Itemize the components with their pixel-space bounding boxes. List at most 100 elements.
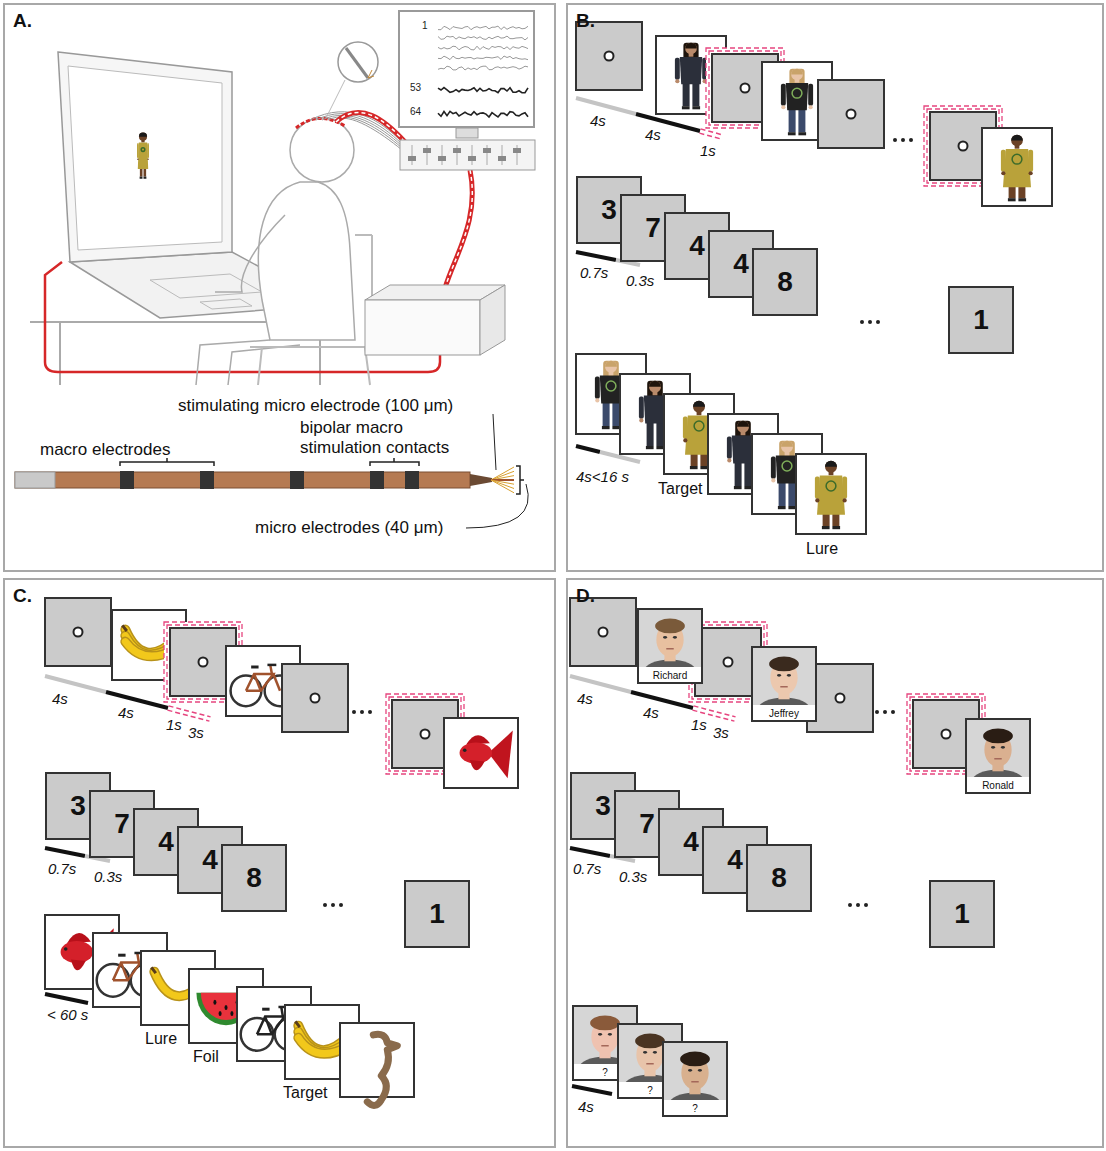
shirt-print [694,421,704,431]
shirt-print [1012,154,1022,164]
fish-body [61,941,94,963]
photo-frame [796,454,866,534]
torso [817,476,845,515]
arm [1001,150,1006,172]
arm [147,143,149,158]
line [576,252,616,260]
condition-label: Target [283,1084,327,1102]
hair [590,1016,620,1031]
line [45,848,85,856]
arm [781,84,786,106]
shoe [788,132,796,135]
fixation-dot [959,142,968,151]
line [491,480,514,489]
eye [777,674,781,677]
head [791,69,803,81]
recording-cable [336,112,405,142]
line [780,686,787,688]
digit: 3 [595,790,611,822]
head [685,43,697,55]
photo-background [967,720,1029,777]
panel-letter: C. [13,585,32,607]
digit: 7 [114,808,130,840]
leg [1009,186,1016,198]
trackpad [200,299,252,309]
hand [137,159,139,161]
face-photo [639,610,701,667]
ellipsis-dot [856,903,860,907]
hair [685,43,697,49]
eye [673,636,677,639]
fixation-dot [199,658,208,667]
hand [639,418,643,422]
leg [612,400,619,426]
keyboard [150,274,262,298]
torso [732,436,754,464]
fixation-dot [421,730,430,739]
panel-letter: A. [13,10,32,32]
digit: 7 [645,212,661,244]
head [1011,135,1023,147]
part-label: stimulating micro electrode (100 μm) [178,396,453,416]
face-photo [967,720,1029,777]
leg [779,480,786,506]
laptop-lid [58,52,232,262]
digit: 4 [683,826,699,858]
shoe [1018,198,1026,201]
leg [788,480,795,506]
photo-background [639,610,701,667]
seahorse [367,1034,397,1105]
line [346,48,368,78]
shirt-print [826,481,836,491]
ellipsis-dot [848,903,852,907]
face-photo-card: Richard [637,608,703,684]
stimulator-cable [445,170,472,288]
ellipsis-dot [323,903,327,907]
digit-screen: 8 [746,844,812,912]
line [694,706,736,717]
melon-seed [225,1005,228,1010]
digit: 4 [158,826,174,858]
torso [786,83,808,110]
arm [771,456,776,478]
hair [635,1034,665,1049]
arm [639,396,644,418]
ellipsis-dot [352,710,356,714]
electrode-contact [290,471,304,489]
timing-label: 1s [691,716,707,733]
face-name: ? [602,1067,608,1078]
digit-screen: 1 [948,286,1014,354]
slider-knob [423,148,431,153]
hair [1011,135,1023,141]
line [106,692,168,708]
line [491,471,514,480]
signal-trace [438,56,528,60]
leg [700,453,707,466]
hand [843,498,847,502]
timing-label: 4s [578,1098,594,1115]
laptop-screen [68,66,222,250]
hand [727,458,731,462]
shirt-print [782,461,792,471]
arm [137,143,139,158]
timing-label: 3s [188,724,204,741]
channel-number: 53 [410,82,421,93]
timing-label: 4s [643,704,659,721]
monitor-stand [456,128,478,138]
ellipsis-dot [860,320,864,324]
shoe [734,486,742,489]
eye [1001,746,1005,749]
shoe [690,466,698,469]
signal-trace [438,88,528,93]
line [576,98,636,114]
shoe [140,177,143,179]
line [701,129,723,135]
face-photo-card: Ronald [965,718,1031,794]
shoe [798,132,806,135]
arm [1028,150,1033,172]
fixation-dot [724,658,733,667]
line [570,676,631,692]
hair [693,401,705,407]
line [576,446,600,452]
face-name: Richard [653,670,687,681]
